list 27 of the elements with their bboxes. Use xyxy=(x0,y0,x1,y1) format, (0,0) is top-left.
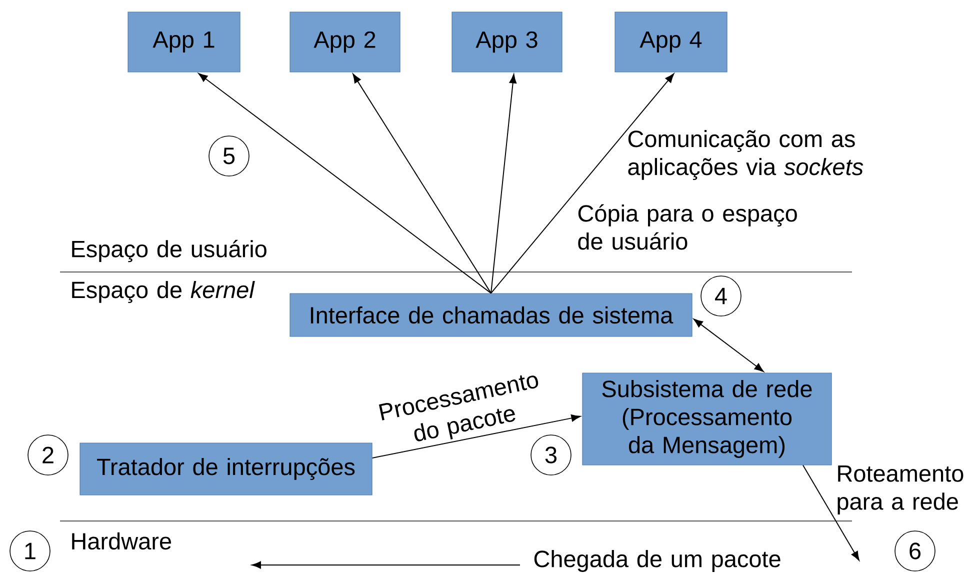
process-box: Interface de chamadas de sistema xyxy=(290,293,692,337)
process-box: Subsistema de rede (Processamento da Mensagem) xyxy=(582,372,832,466)
step-number: 2 xyxy=(28,434,68,476)
arrow xyxy=(490,73,674,294)
step-number: 1 xyxy=(10,530,50,572)
step-number: 3 xyxy=(530,434,572,476)
arrow xyxy=(352,74,492,294)
region-label: Espaço de usuário xyxy=(72,240,266,262)
process-box: Tratador de interrupções xyxy=(80,442,372,496)
arrow xyxy=(802,464,860,561)
region-label: Espaço de kernel xyxy=(72,281,255,303)
annotation-text: Comunicação com as aplicações via sockets xyxy=(628,130,864,180)
step-number: 4 xyxy=(700,276,742,316)
process-box: App 4 xyxy=(614,12,728,72)
process-box: App 3 xyxy=(452,12,562,72)
arrow xyxy=(490,74,517,294)
edge-label: Roteamento para a rede xyxy=(838,465,964,515)
process-box: App 2 xyxy=(290,12,400,72)
step-number: 6 xyxy=(894,530,936,572)
arrow xyxy=(694,318,764,372)
arrow xyxy=(372,414,581,458)
arrow xyxy=(198,73,492,294)
process-box: App 1 xyxy=(128,12,240,72)
annotation-text: Cópia para o espaço de usuário xyxy=(578,204,797,250)
annotation-text: Chegada de um pacote xyxy=(534,550,780,572)
region-label: Hardware xyxy=(72,532,172,550)
step-number: 5 xyxy=(208,136,250,176)
